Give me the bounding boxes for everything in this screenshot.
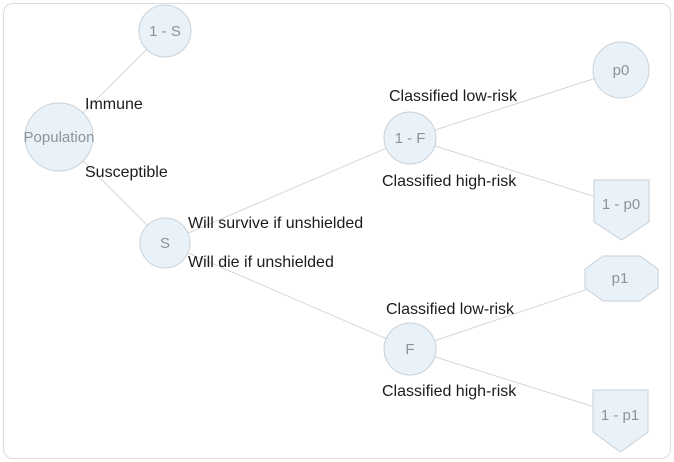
node-p1-label: p1: [612, 270, 629, 287]
node-population-label: Population: [24, 129, 95, 146]
node-1-minus-p0: [593, 179, 650, 241]
node-p1: [584, 255, 659, 302]
edge-f-lowrisk-line: [409, 277, 622, 350]
edge-label-immune: Immune: [85, 96, 143, 113]
node-f-label: F: [405, 341, 414, 358]
node-f: [383, 322, 437, 376]
node-1-minus-p0-label: 1 - p0: [602, 196, 640, 213]
node-1-minus-s-label: 1 - S: [149, 23, 181, 40]
edge-label-low-risk-bottom: Classified low-risk: [386, 301, 515, 318]
edge-labels: Immune Susceptible Will survive if unshi…: [85, 88, 518, 400]
edge-label-will-die: Will die if unshielded: [188, 254, 334, 271]
node-shapes: [24, 4, 659, 453]
node-population: [24, 102, 94, 172]
node-1-minus-p1-label: 1 - p1: [601, 407, 639, 424]
edge-label-will-survive: Will survive if unshielded: [188, 215, 363, 232]
node-1-minus-p1: [592, 389, 649, 453]
node-1-minus-s: [138, 4, 192, 58]
node-1-minus-f: [383, 111, 437, 165]
node-labels: Population 1 - S S 1 - F F p0 1 - p0 p1 …: [24, 23, 641, 424]
node-p0: [592, 41, 650, 99]
edge-label-high-risk-bottom: Classified high-risk: [382, 383, 517, 400]
edge-s-die-line: [164, 242, 411, 350]
edge-f-highrisk-line: [409, 348, 621, 416]
edge-label-high-risk-top: Classified high-risk: [382, 173, 517, 190]
node-s-label: S: [160, 235, 170, 252]
node-s: [139, 217, 191, 269]
edge-label-low-risk-top: Classified low-risk: [389, 88, 518, 105]
edge-label-susceptible: Susceptible: [85, 164, 168, 181]
edge-1f-highrisk-line: [409, 137, 622, 206]
node-p0-label: p0: [613, 62, 630, 79]
edge-s-survive-line: [164, 137, 411, 244]
edge-1f-lowrisk-line: [409, 69, 622, 139]
node-1-minus-f-label: 1 - F: [395, 130, 426, 147]
